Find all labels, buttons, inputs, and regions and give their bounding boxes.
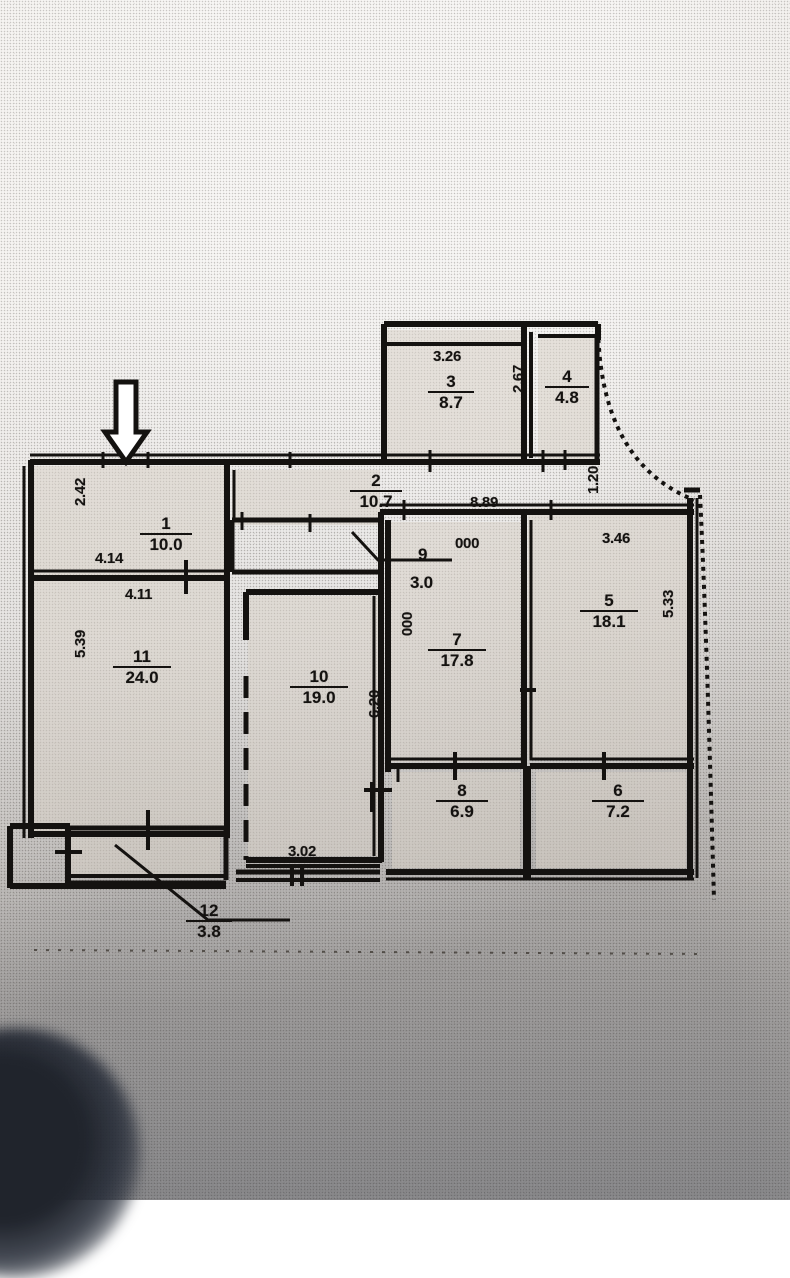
room-8-area: 6.9 — [450, 802, 474, 822]
room-3-rule — [428, 391, 474, 394]
room-2-number: 2 — [371, 471, 381, 490]
dim-mid-a: 000 — [455, 535, 480, 552]
floor-plan-svg — [7, 321, 716, 955]
dim-corridor-height: 6.20 — [366, 690, 383, 718]
room-2-rule — [350, 490, 402, 493]
room-6-label: 6 7.2 — [592, 782, 644, 821]
room-1-number: 1 — [161, 514, 171, 533]
room-11-rule — [113, 666, 171, 669]
room-8-label: 8 6.9 — [436, 782, 488, 821]
room-11-label: 11 24.0 — [113, 648, 171, 687]
room-5-number: 5 — [604, 591, 614, 610]
room-fills — [34, 330, 688, 876]
room-11-number: 11 — [133, 647, 151, 666]
room-9-leader-line — [350, 530, 452, 562]
room-8-rule — [436, 800, 488, 803]
room-12-number: 12 — [199, 901, 219, 920]
room-4-area: 4.8 — [555, 388, 579, 408]
room-2-area: 10.7 — [359, 492, 393, 512]
room-1-rule — [140, 533, 192, 536]
dimension-ticks — [240, 512, 312, 532]
room-9-number: 9 — [418, 545, 428, 564]
room-2-label: 2 10.7 — [350, 472, 402, 511]
dim-room1-height: 2.42 — [72, 478, 89, 506]
room-12-rule — [186, 920, 232, 923]
room-12-label: 12 3.8 — [186, 902, 232, 941]
room-10-number: 10 — [309, 667, 329, 686]
rounded-corner-dashed — [596, 329, 695, 502]
dim-mid-b: 000 — [399, 612, 416, 637]
bottom-dashed-guide — [33, 949, 701, 955]
dim-room11-height: 5.39 — [72, 630, 89, 658]
dim-bottom-span: 3.02 — [288, 843, 316, 860]
room-6-area: 7.2 — [606, 802, 630, 822]
dim-room1-width-bottom: 4.11 — [125, 586, 153, 603]
room-12-area: 3.8 — [197, 922, 221, 942]
room-7-label: 7 17.8 — [428, 631, 486, 670]
room-10-label: 10 19.0 — [290, 668, 348, 707]
room-4-number: 4 — [562, 367, 572, 386]
room-1-area: 10.0 — [149, 535, 183, 555]
room-7-area: 17.8 — [440, 651, 474, 671]
room-8-number: 8 — [457, 781, 467, 800]
room-7-number: 7 — [452, 630, 462, 649]
room-4-label: 4 4.8 — [545, 368, 589, 407]
room-1-label: 1 10.0 — [140, 515, 192, 554]
dim-upper-right-span: 8.89 — [470, 494, 498, 511]
dim-room1-width-top: 4.14 — [95, 550, 123, 567]
room-5-rule — [580, 610, 638, 613]
room-6-number: 6 — [613, 781, 623, 800]
floor-plan-drawing — [7, 321, 716, 955]
room-7-rule — [428, 649, 486, 652]
room-11-area: 24.0 — [125, 668, 159, 688]
dim-room5-width: 3.46 — [602, 530, 630, 547]
room-3-number: 3 — [446, 372, 456, 391]
room-5-area: 18.1 — [592, 612, 626, 632]
dim-room4-height: 1.20 — [585, 466, 602, 494]
room-3-area: 8.7 — [439, 393, 463, 413]
room-9-area: 3.0 — [410, 573, 433, 592]
room-4-rule — [545, 386, 589, 389]
dim-room5-height: 5.33 — [660, 590, 677, 618]
room-12-leader-line — [114, 843, 290, 922]
dim-room3-width: 3.26 — [433, 348, 461, 365]
room-3-label: 3 8.7 — [428, 373, 474, 412]
entrance-arrow-icon — [100, 379, 152, 467]
walls — [7, 321, 716, 901]
room-10-rule — [290, 686, 348, 689]
room-5-label: 5 18.1 — [580, 592, 638, 631]
room-10-area: 19.0 — [302, 688, 336, 708]
room-6-rule — [592, 800, 644, 803]
outer-edge-dashed-right — [698, 494, 716, 901]
dim-room3-height: 2.67 — [510, 365, 527, 393]
